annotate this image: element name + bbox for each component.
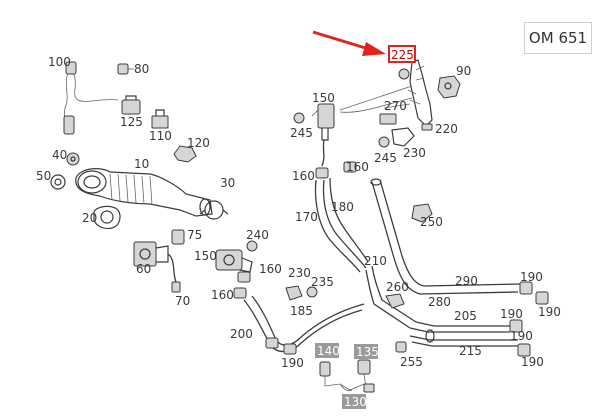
clamp-30 bbox=[199, 200, 229, 220]
pipe-290 bbox=[370, 178, 521, 295]
clamp-255 bbox=[395, 341, 407, 353]
part-label-250[interactable]: 250 bbox=[420, 215, 443, 229]
part-label-190-a[interactable]: 190 bbox=[520, 270, 543, 284]
part-label-190-f[interactable]: 190 bbox=[521, 355, 544, 369]
part-label-170[interactable]: 170 bbox=[295, 210, 318, 224]
bracket-250 bbox=[411, 203, 433, 223]
part-label-200[interactable]: 200 bbox=[230, 327, 253, 341]
part-label-225[interactable]: 225 bbox=[391, 48, 414, 62]
clamps-160-top bbox=[315, 161, 357, 179]
sensor-150-top bbox=[317, 103, 335, 167]
part-label-160-c[interactable]: 160 bbox=[259, 262, 282, 276]
part-label-270[interactable]: 270 bbox=[384, 99, 407, 113]
part-label-150-top[interactable]: 150 bbox=[312, 91, 335, 105]
part-label-190-e[interactable]: 190 bbox=[281, 356, 304, 370]
highlighted-part-140[interactable]: 140 bbox=[315, 343, 340, 358]
part-label-180[interactable]: 180 bbox=[331, 200, 354, 214]
part-label-260[interactable]: 260 bbox=[386, 280, 409, 294]
part-labels: 100 80 125 110 120 40 10 50 30 20 75 60 … bbox=[36, 45, 561, 409]
part-label-215[interactable]: 215 bbox=[459, 344, 482, 358]
sensor-125 bbox=[121, 95, 141, 115]
bracket-235 bbox=[306, 286, 318, 298]
sensor-150-lower bbox=[215, 249, 253, 273]
highlighted-part-135[interactable]: 135 bbox=[354, 344, 379, 359]
bracket-230-top bbox=[391, 127, 415, 147]
part-label-60[interactable]: 60 bbox=[136, 262, 151, 276]
part-label-150-lower[interactable]: 150 bbox=[194, 249, 217, 263]
part-label-30[interactable]: 30 bbox=[220, 176, 235, 190]
bracket-75 bbox=[171, 229, 185, 245]
gasket-20 bbox=[93, 205, 121, 230]
part-label-240[interactable]: 240 bbox=[246, 228, 269, 242]
part-label-190-d[interactable]: 190 bbox=[510, 329, 533, 343]
part-label-160-a[interactable]: 160 bbox=[292, 169, 315, 183]
part-label-245-right[interactable]: 245 bbox=[374, 151, 397, 165]
clamps-190-right bbox=[519, 281, 549, 305]
part-label-75[interactable]: 75 bbox=[187, 228, 202, 242]
part-label-40[interactable]: 40 bbox=[52, 148, 67, 162]
sensor-cable-100-80 bbox=[63, 61, 134, 135]
pipe-170 bbox=[314, 179, 367, 273]
part-label-185[interactable]: 185 bbox=[290, 304, 313, 318]
part-label-110[interactable]: 110 bbox=[149, 129, 172, 143]
part-label-230-top[interactable]: 230 bbox=[403, 146, 426, 160]
part-label-280[interactable]: 280 bbox=[428, 295, 451, 309]
part-label-100[interactable]: 100 bbox=[48, 55, 71, 69]
clamp-160-lower-a bbox=[237, 271, 251, 283]
part-label-90[interactable]: 90 bbox=[456, 64, 471, 78]
hose-70 bbox=[167, 253, 181, 293]
engine-model-label: OM 651 bbox=[524, 22, 592, 54]
highlighted-part-130[interactable]: 130 bbox=[342, 394, 367, 409]
nut-40 bbox=[66, 152, 80, 166]
part-label-160-d[interactable]: 160 bbox=[211, 288, 234, 302]
part-label-10[interactable]: 10 bbox=[134, 157, 149, 171]
part-label-235[interactable]: 235 bbox=[311, 275, 334, 289]
bolt-240 bbox=[246, 240, 258, 252]
nut-245-left bbox=[293, 112, 305, 124]
bracket-230-mid bbox=[285, 285, 303, 301]
selected-part-225[interactable]: 225 bbox=[388, 45, 416, 63]
part-label-255[interactable]: 255 bbox=[400, 355, 423, 369]
clamp-50 bbox=[50, 174, 66, 190]
washer-225 bbox=[398, 68, 410, 80]
part-label-205[interactable]: 205 bbox=[454, 309, 477, 323]
part-label-50[interactable]: 50 bbox=[36, 169, 51, 183]
clamp-190-lower bbox=[283, 343, 297, 355]
part-label-290[interactable]: 290 bbox=[455, 274, 478, 288]
part-label-120[interactable]: 120 bbox=[187, 136, 210, 150]
part-label-80[interactable]: 80 bbox=[134, 62, 149, 76]
part-label-190-c[interactable]: 190 bbox=[500, 307, 523, 321]
bracket-assembly-220 bbox=[407, 59, 433, 127]
clamp-160-lower-b bbox=[233, 287, 247, 299]
part-label-130[interactable]: 130 bbox=[344, 395, 367, 409]
sensor-cable-130 bbox=[319, 359, 375, 393]
stud-220 bbox=[421, 123, 433, 131]
pipe-180 bbox=[329, 177, 369, 263]
bracket-90 bbox=[437, 75, 461, 99]
clamps-190-bottom-right bbox=[509, 319, 531, 357]
nut-245-right bbox=[378, 136, 390, 148]
pipe-210 bbox=[365, 265, 417, 329]
part-label-125[interactable]: 125 bbox=[120, 115, 143, 129]
bracket-260 bbox=[385, 293, 405, 309]
pipes-205-215 bbox=[409, 321, 520, 347]
part-label-140[interactable]: 140 bbox=[317, 344, 340, 358]
part-label-20[interactable]: 20 bbox=[82, 211, 97, 225]
selection-arrow bbox=[312, 30, 386, 56]
catalytic-converter-10 bbox=[75, 168, 213, 217]
part-label-135[interactable]: 135 bbox=[356, 345, 379, 359]
part-label-220[interactable]: 220 bbox=[435, 122, 458, 136]
cable-150 bbox=[311, 85, 413, 117]
part-label-210[interactable]: 210 bbox=[364, 254, 387, 268]
part-label-245-left[interactable]: 245 bbox=[290, 126, 313, 140]
bracket-120 bbox=[173, 145, 197, 163]
bracket-270 bbox=[379, 103, 411, 125]
part-label-230-mid[interactable]: 230 bbox=[288, 266, 311, 280]
part-label-160-b[interactable]: 160 bbox=[346, 160, 369, 174]
sensor-110 bbox=[151, 109, 169, 129]
part-label-70[interactable]: 70 bbox=[175, 294, 190, 308]
part-label-190-b[interactable]: 190 bbox=[538, 305, 561, 319]
